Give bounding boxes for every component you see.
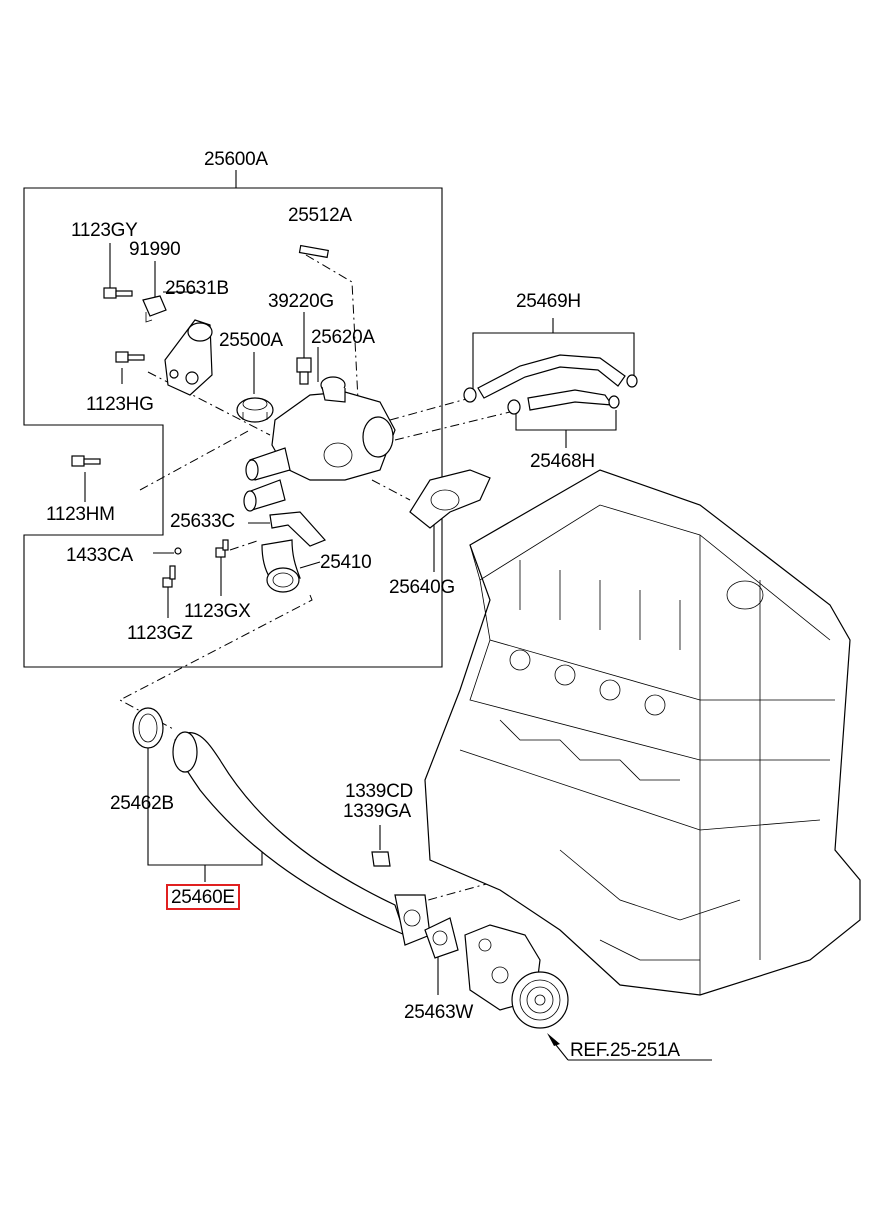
label-ref-25-251a: REF.25-251A [570, 1040, 680, 1061]
leader-lines [84, 243, 712, 1061]
bracket-25633c-icon [269, 511, 327, 547]
label-1339cd: 1339CD [345, 781, 413, 802]
hose-25468h-icon [507, 389, 620, 415]
label-25633c: 25633C [170, 511, 235, 532]
thermostat-25500a-icon [236, 397, 274, 423]
label-91990: 91990 [129, 239, 181, 260]
bracket-25468h [515, 410, 617, 431]
gasket-25463w-icon [424, 917, 459, 959]
label-1123gz: 1123GZ [127, 623, 193, 644]
hose-25410-icon [261, 539, 301, 593]
label-1123hm: 1123HM [46, 504, 115, 525]
bolt-1123gx-icon [215, 539, 229, 558]
bolt-1123gy-icon [103, 287, 133, 299]
label-25600a: 25600A [204, 149, 268, 170]
label-25410: 25410 [320, 552, 372, 573]
housing-25620a-icon [243, 376, 396, 512]
stud-25512a-icon [298, 244, 330, 259]
label-1123hg: 1123HG [86, 394, 154, 415]
label-1433ca: 1433CA [66, 545, 133, 566]
bolt-1123gz-icon [162, 565, 176, 588]
label-25460e-highlighted[interactable]: 25460E [166, 884, 240, 910]
label-39220g: 39220G [268, 291, 334, 312]
bolt-1123hm-icon [71, 455, 101, 467]
label-1339ga: 1339GA [343, 801, 411, 822]
label-25640g: 25640G [389, 577, 455, 598]
label-25620a: 25620A [311, 327, 375, 348]
sensor-39220g-icon [296, 357, 312, 385]
label-25500a: 25500A [219, 330, 283, 351]
assembly-box [23, 170, 443, 668]
label-25463w: 25463W [404, 1002, 473, 1023]
nut-1339cd-icon [371, 851, 391, 867]
engine-block-icon [424, 469, 861, 996]
label-25468h: 25468H [530, 451, 595, 472]
label-25631b: 25631B [165, 278, 229, 299]
hose-25469h-icon [463, 354, 638, 403]
gasket-25462b-icon [132, 707, 164, 749]
label-25469h: 25469H [516, 291, 581, 312]
clip-91990-icon [142, 295, 167, 323]
label-1123gx: 1123GX [184, 601, 251, 622]
gasket-25640g-icon [409, 469, 491, 529]
pipe-25460e-icon [172, 731, 431, 946]
label-25462b: 25462B [110, 793, 174, 814]
fitting-25631b-icon [164, 319, 213, 396]
water-pump-icon [464, 924, 569, 1029]
nut-1433ca-icon [174, 547, 182, 555]
label-1123gy: 1123GY [71, 220, 138, 241]
label-25512a: 25512A [288, 205, 352, 226]
bolt-1123hg-icon [115, 351, 145, 363]
